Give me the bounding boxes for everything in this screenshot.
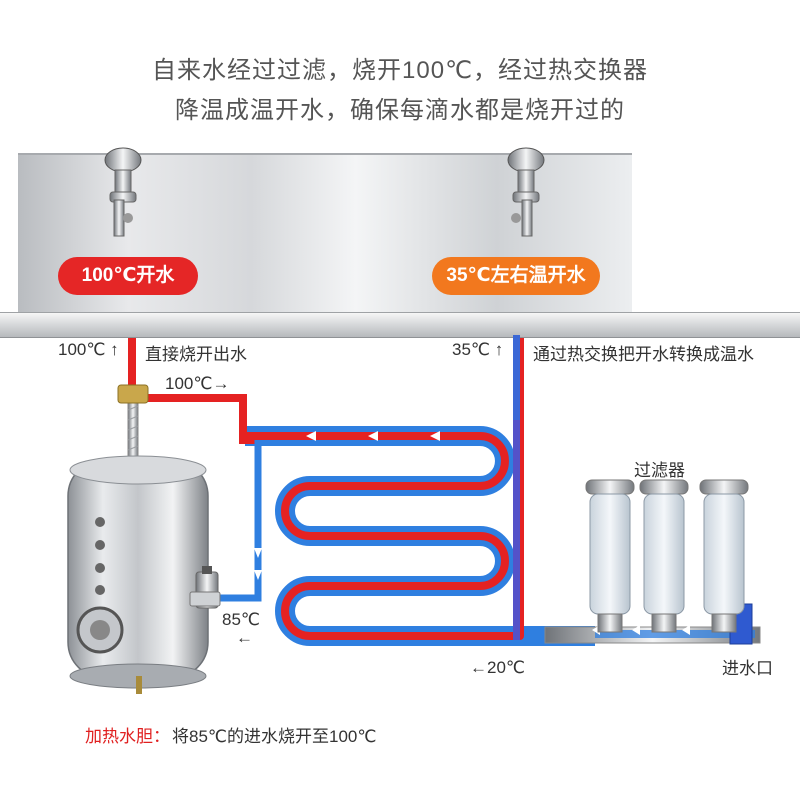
filter-cartridge-icon bbox=[585, 479, 635, 633]
label-inlet: 进水口 bbox=[722, 659, 773, 678]
label-warm-out-temp: 35℃ ↑ bbox=[452, 340, 504, 359]
hot-to-exchanger-pipe bbox=[132, 394, 260, 444]
label-filter: 过滤器 bbox=[634, 461, 685, 480]
hot-pipe-inner bbox=[245, 338, 524, 640]
faucet-icon[interactable] bbox=[104, 147, 142, 237]
dispenser-ledge bbox=[0, 312, 800, 338]
brass-fitting-icon bbox=[117, 384, 149, 404]
label-hot-out-desc: 直接烧开出水 bbox=[145, 345, 247, 364]
label-to-exchanger: 100℃→ bbox=[165, 374, 230, 393]
headline-line-2: 降温成温开水，确保每滴水都是烧开过的 bbox=[175, 97, 625, 124]
badge-warm-water: 35℃左右温开水 bbox=[432, 257, 600, 295]
label-tank-desc: 将85℃的进水烧开至100℃ bbox=[172, 727, 377, 746]
headline-line-1: 自来水经过过滤，烧开100℃，经过热交换器 bbox=[152, 57, 648, 84]
valve-icon bbox=[189, 566, 221, 609]
label-hot-out-temp: 100℃ ↑ bbox=[58, 340, 119, 359]
tank-icon bbox=[67, 455, 209, 694]
label-return-arrow: ← bbox=[236, 628, 253, 647]
label-inlet-20: ←20℃ bbox=[470, 658, 526, 677]
label-return-85: 85℃ bbox=[222, 610, 261, 629]
label-tank-title: 加热水胆： bbox=[85, 727, 170, 746]
label-warm-out-desc: 通过热交换把开水转换成温水 bbox=[533, 345, 754, 364]
faucet-icon[interactable] bbox=[507, 147, 545, 237]
return-pipe bbox=[210, 440, 262, 602]
filter-cartridge-icon bbox=[639, 479, 689, 633]
badge-hot-water: 100℃开水 bbox=[58, 257, 198, 295]
filter-cartridge-icon bbox=[699, 479, 749, 633]
